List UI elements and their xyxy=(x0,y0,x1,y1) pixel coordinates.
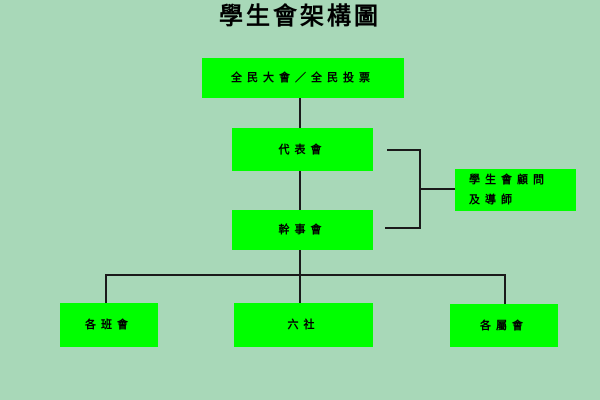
node-representatives: 代表會 xyxy=(232,128,373,171)
node-class-councils-label: 各班會 xyxy=(85,318,133,331)
node-six-societies-label: 六社 xyxy=(287,318,320,331)
chart-title: 學生會架構圖 xyxy=(219,1,381,30)
node-advisors: 學生會顧問 及導師 xyxy=(455,169,576,211)
node-six-societies: 六社 xyxy=(234,303,373,347)
node-executive: 幹事會 xyxy=(232,210,373,250)
node-affiliates-label: 各屬會 xyxy=(480,318,528,332)
node-affiliates: 各屬會 xyxy=(450,304,558,347)
node-assembly-label: 全民大會／全民投票 xyxy=(231,71,375,84)
node-executive-label: 幹事會 xyxy=(278,223,327,236)
node-class-councils: 各班會 xyxy=(60,303,158,347)
node-representatives-label: 代表會 xyxy=(278,142,327,156)
node-assembly: 全民大會／全民投票 xyxy=(202,58,404,98)
node-advisors-label: 學生會顧問 及導師 xyxy=(469,173,549,206)
